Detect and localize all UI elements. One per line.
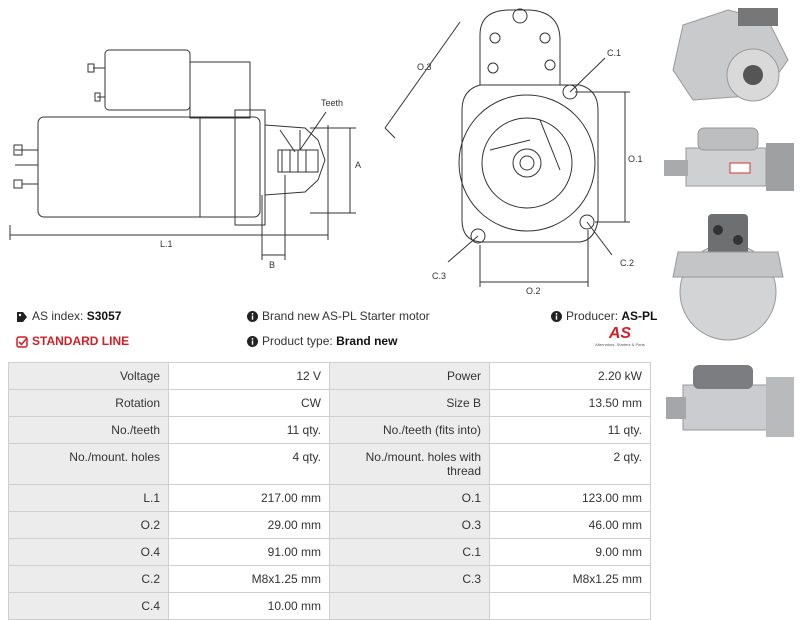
spec-value: 9.00 mm — [489, 538, 651, 566]
spec-value: 2.20 kW — [489, 362, 651, 390]
front-view-diagram: O.3 C.1 O.1 C.3 C.2 O.2 — [384, 8, 643, 296]
spec-value: 217.00 mm — [168, 484, 330, 512]
spec-key: No./mount. holes — [8, 443, 169, 485]
spec-value — [489, 592, 651, 620]
spec-key: C.2 — [8, 565, 169, 593]
dim-a-label: A — [355, 160, 361, 170]
logo-subtext: Alternators, Starters & Parts — [595, 342, 645, 347]
spec-value: 11 qty. — [168, 416, 330, 444]
spec-key: Rotation — [8, 389, 169, 417]
product-photo-rear — [658, 202, 800, 342]
spec-key: Size B — [329, 389, 490, 417]
spec-key: No./teeth (fits into) — [329, 416, 490, 444]
spec-key: No./teeth — [8, 416, 169, 444]
spec-value: 4 qty. — [168, 443, 330, 485]
logo-text: AS — [608, 325, 632, 342]
spec-value: 29.00 mm — [168, 511, 330, 539]
product-type: Product type: Brand new — [247, 334, 397, 348]
dim-c2-label: C.2 — [620, 258, 634, 268]
spec-value: M8x1.25 mm — [489, 565, 651, 593]
dim-c1-label: C.1 — [607, 48, 621, 58]
as-index-value: S3057 — [86, 309, 122, 323]
brand-line: Brand new AS-PL Starter motor — [247, 309, 430, 323]
tag-icon — [17, 311, 27, 322]
spec-value: 2 qty. — [489, 443, 651, 485]
spec-key: L.1 — [8, 484, 169, 512]
spec-key: Power — [329, 362, 490, 390]
spec-value: M8x1.25 mm — [168, 565, 330, 593]
info-icon — [551, 311, 562, 323]
spec-value: 12 V — [168, 362, 330, 390]
dim-o3-label: O.3 — [417, 62, 432, 72]
spec-value: CW — [168, 389, 330, 417]
teeth-label: Teeth — [321, 98, 343, 108]
dim-b-label: B — [269, 260, 275, 270]
spec-key: O.3 — [329, 511, 490, 539]
spec-key: C.4 — [8, 592, 169, 620]
spec-value: 10.00 mm — [168, 592, 330, 620]
info-icon — [247, 311, 258, 323]
spec-value: 11 qty. — [489, 416, 651, 444]
spec-key: No./mount. holes with thread — [329, 443, 490, 485]
spec-key: C.3 — [329, 565, 490, 593]
standard-line-text: STANDARD LINE — [32, 334, 130, 348]
as-index-label: AS index: — [32, 309, 84, 323]
spec-value: 13.50 mm — [489, 389, 651, 417]
producer-value: AS-PL — [621, 309, 658, 323]
product-type-label: Product type: — [262, 334, 333, 348]
product-photo-side — [658, 118, 800, 196]
product-type-value: Brand new — [336, 334, 398, 348]
spec-key: Voltage — [8, 362, 169, 390]
product-photo-front — [658, 0, 800, 110]
info-icon — [247, 336, 258, 348]
dim-o1-label: O.1 — [628, 154, 643, 164]
spec-value: 91.00 mm — [168, 538, 330, 566]
spec-key: C.1 — [329, 538, 490, 566]
dim-c3-label: C.3 — [432, 271, 446, 281]
as-pl-logo: AS Alternators, Starters & Parts — [590, 326, 650, 348]
dim-o2-label: O.2 — [526, 286, 541, 296]
standard-line: STANDARD LINE — [16, 334, 129, 348]
dim-l1-label: L.1 — [160, 239, 173, 249]
product-photo-angle — [658, 355, 800, 450]
as-index: AS index: S3057 — [16, 309, 121, 323]
spec-key — [329, 592, 490, 620]
checkbox-icon — [16, 336, 28, 348]
side-view-diagram: Teeth A B L.1 — [9, 49, 361, 270]
spec-key: O.1 — [329, 484, 490, 512]
producer-label: Producer: — [566, 309, 619, 323]
spec-value: 46.00 mm — [489, 511, 651, 539]
producer: Producer: AS-PL — [551, 309, 657, 323]
brand-text: Brand new AS-PL Starter motor — [262, 309, 430, 323]
spec-key: O.2 — [8, 511, 169, 539]
spec-value: 123.00 mm — [489, 484, 651, 512]
spec-key: O.4 — [8, 538, 169, 566]
